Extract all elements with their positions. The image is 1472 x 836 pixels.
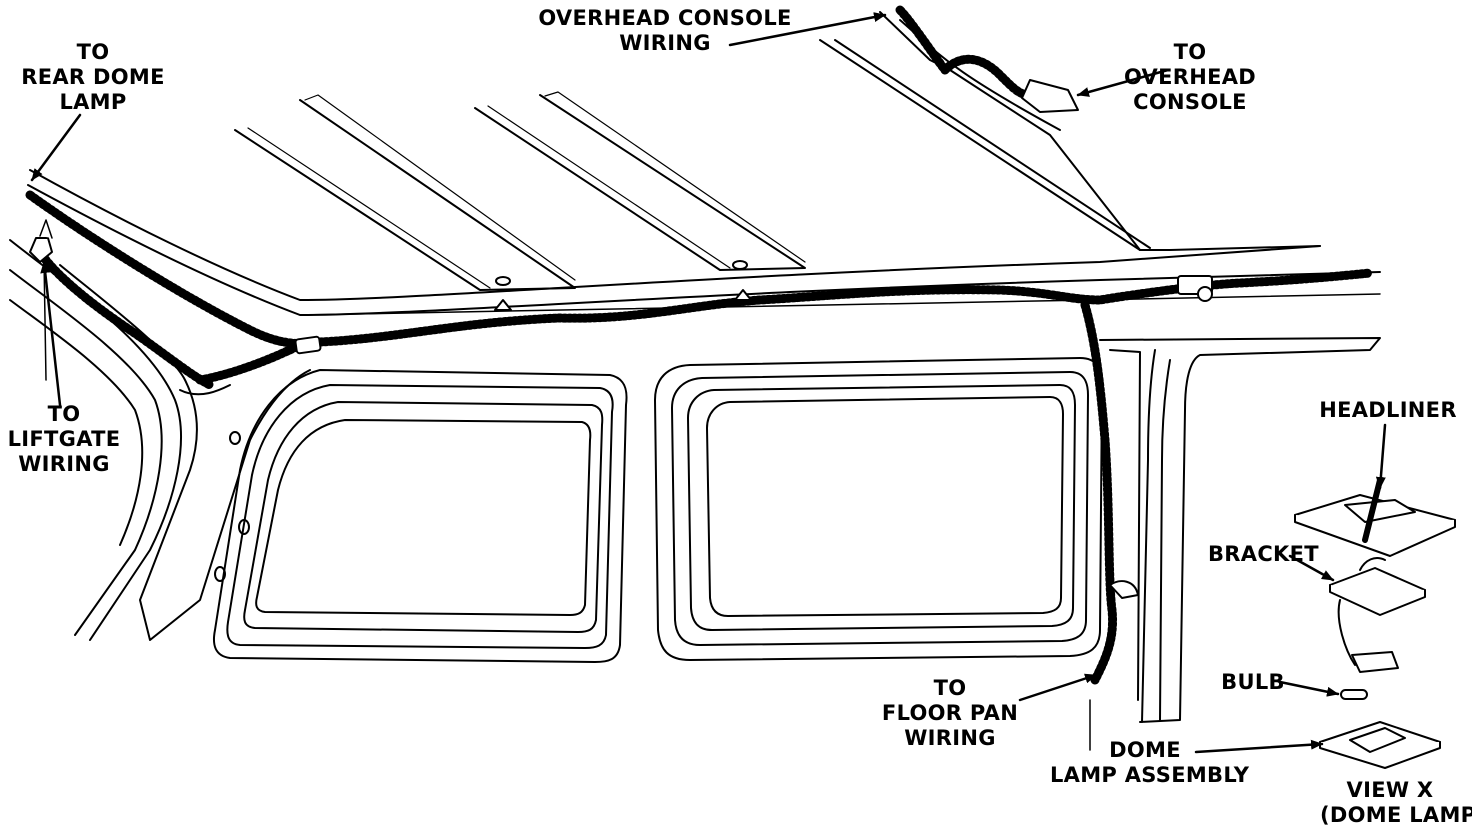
label-to-overhead-console: TO OVERHEAD CONSOLE (1120, 40, 1260, 115)
right-pillar (1089, 337, 1381, 751)
label-line: WIRING (619, 31, 711, 55)
left-quarter-window (212, 369, 628, 663)
label-line: WIRING (904, 726, 996, 750)
label-line: HEADLINER (1319, 398, 1457, 422)
leader-arrows (30, 12, 1387, 754)
label-line: WIRING (18, 452, 110, 476)
label-line: TO (933, 676, 967, 700)
label-floor-pan-wiring: TO FLOOR PAN WIRING (870, 676, 1030, 751)
label-line: FLOOR PAN (881, 701, 1019, 725)
label-rear-dome-lamp: TO REAR DOME LAMP (18, 40, 168, 115)
label-line: REAR DOME (21, 65, 165, 89)
view-x-dome-lamp (1294, 477, 1456, 769)
label-line: TO (47, 402, 81, 426)
label-dome-lamp-assembly: DOME LAMP ASSEMBLY (1050, 738, 1250, 788)
label-line: OVERHEAD CONSOLE (538, 6, 792, 30)
label-line: TO (76, 40, 110, 64)
center-window (654, 357, 1103, 661)
label-line: BRACKET (1208, 542, 1319, 566)
label-liftgate-wiring: TO LIFTGATE WIRING (4, 402, 124, 477)
label-line: CONSOLE (1133, 90, 1247, 114)
label-bracket: BRACKET (1208, 542, 1319, 567)
label-headliner: HEADLINER (1318, 398, 1458, 423)
label-line: LAMP (59, 90, 127, 114)
roof-panel (27, 11, 1381, 316)
label-line: DOME (1109, 738, 1181, 762)
connectors (29, 79, 1213, 599)
label-bulb: BULB (1218, 670, 1288, 695)
label-line: TO (1173, 40, 1207, 64)
label-line: (DOME LAMP) (1320, 803, 1472, 827)
label-line: OVERHEAD (1123, 65, 1257, 89)
label-overhead-console-wiring: OVERHEAD CONSOLE WIRING (535, 6, 795, 56)
label-line: LIFTGATE (7, 427, 121, 451)
label-line: BULB (1221, 670, 1285, 694)
label-line: LAMP ASSEMBLY (1050, 763, 1250, 787)
label-view-x: VIEW X (DOME LAMP) (1320, 778, 1472, 828)
label-line: VIEW X (1346, 778, 1434, 802)
